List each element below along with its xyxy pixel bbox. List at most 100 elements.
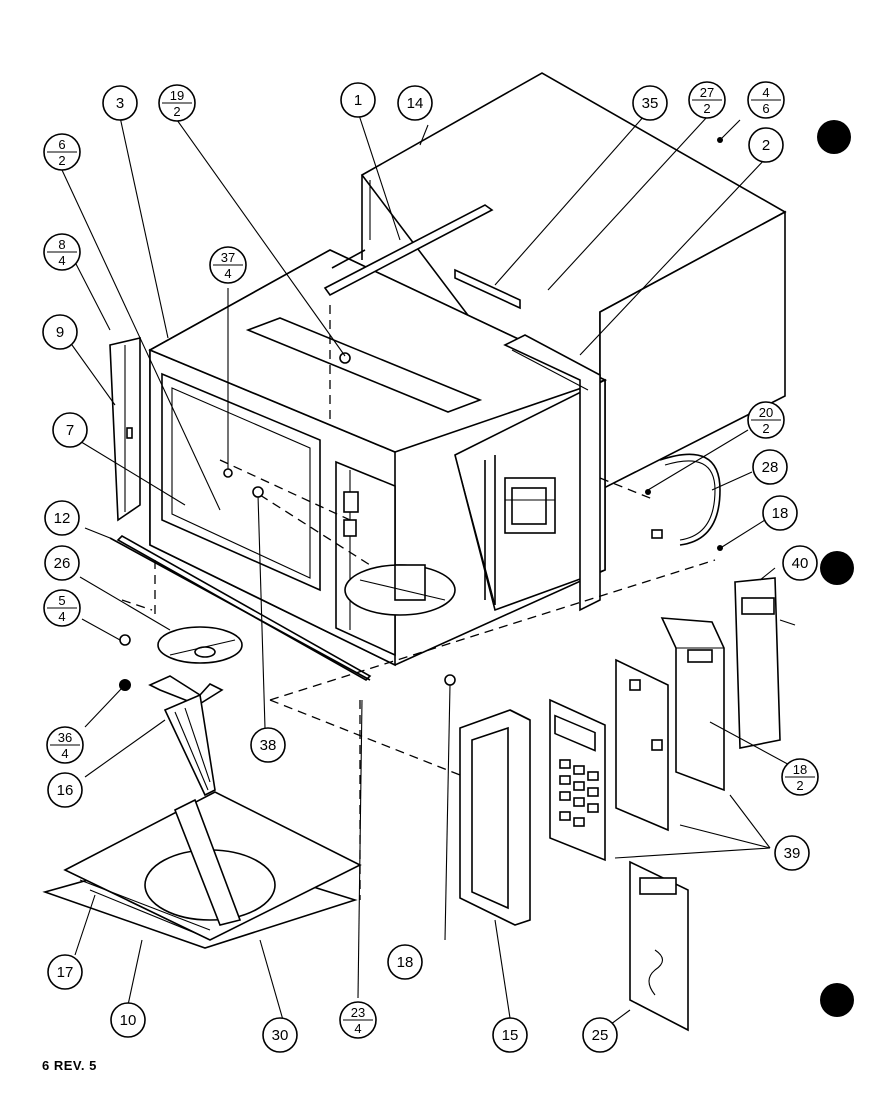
callout-23-4: 23 4 — [339, 1001, 377, 1039]
callout-5-4-den: 4 — [58, 609, 65, 624]
callout-26-label: 26 — [54, 555, 71, 572]
callout-39: 39 — [774, 835, 810, 871]
callout-8-4: 8 4 — [43, 233, 81, 271]
leader-lines — [61, 111, 796, 1031]
callout-20-2-den: 2 — [762, 421, 769, 436]
side-bracket — [109, 336, 141, 522]
base-plate — [42, 791, 362, 949]
callout-23-4-den: 4 — [354, 1021, 361, 1036]
callout-19-2-den: 2 — [173, 104, 180, 119]
callout-6-2: 6 2 — [43, 133, 81, 171]
callout-14: 14 — [397, 85, 433, 121]
callout-27-2: 27 2 — [688, 81, 726, 119]
overlay-panel — [629, 860, 689, 1032]
callout-19-2-num: 19 — [170, 88, 184, 103]
callout-30-label: 30 — [272, 1027, 289, 1044]
control-bracket — [660, 617, 725, 792]
callout-37-4-den: 4 — [224, 266, 231, 281]
callout-36-4: 36 4 — [46, 726, 84, 764]
callout-36-4-den: 4 — [61, 746, 68, 761]
callout-17-label: 17 — [57, 964, 74, 981]
binder-hole-middle — [820, 551, 854, 585]
callout-15: 15 — [492, 1017, 528, 1053]
callout-20-2-num: 20 — [759, 405, 773, 420]
callout-2: 2 — [748, 127, 784, 163]
nut-5 — [119, 634, 131, 646]
callout-4-6-den: 6 — [762, 101, 769, 116]
callout-7: 7 — [52, 412, 88, 448]
callout-5-4-num: 5 — [58, 593, 65, 608]
callout-25: 25 — [582, 1017, 618, 1053]
callout-12: 12 — [44, 500, 80, 536]
callout-18-2: 18 2 — [781, 758, 819, 796]
callout-18-bottom-label: 18 — [397, 954, 414, 971]
callout-4-6: 4 6 — [747, 81, 785, 119]
assembly-guides — [121, 305, 716, 900]
callout-17: 17 — [47, 954, 83, 990]
callout-6-2-num: 6 — [58, 137, 65, 152]
callout-30: 30 — [262, 1017, 298, 1053]
callout-18-2-num: 18 — [793, 762, 807, 777]
callout-18-bottom: 18 — [387, 944, 423, 980]
callout-12-label: 12 — [54, 510, 71, 527]
callout-8-4-den: 4 — [58, 253, 65, 268]
front-strip — [109, 535, 372, 681]
binder-hole-top — [817, 120, 851, 154]
callout-10-label: 10 — [120, 1012, 137, 1029]
callout-6-2-den: 2 — [58, 153, 65, 168]
wire-harness — [651, 453, 721, 546]
callout-4-6-num: 4 — [762, 85, 769, 100]
callout-26: 26 — [44, 545, 80, 581]
callout-5-4: 5 4 — [43, 589, 81, 627]
callout-16: 16 — [47, 772, 83, 808]
callout-15-label: 15 — [502, 1027, 519, 1044]
revision-label: 6 REV. 5 — [42, 1058, 97, 1073]
callout-23-4-num: 23 — [351, 1005, 365, 1020]
control-board — [615, 658, 669, 832]
callout-35: 35 — [632, 85, 668, 121]
callout-27-2-den: 2 — [703, 101, 710, 116]
door-frame — [459, 709, 531, 926]
callout-38: 38 — [250, 727, 286, 763]
callout-1-label: 1 — [354, 92, 362, 109]
callout-36-4-num: 36 — [58, 730, 72, 745]
back-cover — [734, 577, 796, 749]
keypad-panel — [549, 698, 606, 862]
callout-28: 28 — [752, 449, 788, 485]
callout-18-right: 18 — [762, 495, 798, 531]
outer-cabinet — [360, 72, 787, 493]
callout-18-2-den: 2 — [796, 778, 803, 793]
callout-38-label: 38 — [260, 737, 277, 754]
callout-40-label: 40 — [792, 555, 809, 572]
callout-7-label: 7 — [66, 422, 74, 439]
callout-1: 1 — [340, 82, 376, 118]
callout-39-label: 39 — [784, 845, 801, 862]
support-arm — [163, 693, 216, 797]
callout-10: 10 — [110, 1002, 146, 1038]
callout-9: 9 — [42, 314, 78, 350]
callout-16-label: 16 — [57, 782, 74, 799]
callout-3-label: 3 — [116, 95, 124, 112]
callout-2-label: 2 — [762, 137, 770, 154]
callout-25-label: 25 — [592, 1027, 609, 1044]
main-chassis — [148, 204, 608, 667]
callout-9-label: 9 — [56, 324, 64, 341]
callout-8-4-num: 8 — [58, 237, 65, 252]
callout-3: 3 — [102, 85, 138, 121]
binder-hole-bottom — [820, 983, 854, 1017]
callout-37-4-num: 37 — [221, 250, 235, 265]
callout-35-label: 35 — [642, 95, 659, 112]
callout-18-right-label: 18 — [772, 505, 789, 522]
fasteners — [223, 137, 723, 686]
transformer — [504, 477, 556, 534]
callout-40: 40 — [782, 545, 818, 581]
callout-37-4: 37 4 — [209, 246, 247, 284]
callout-28-label: 28 — [762, 459, 779, 476]
callout-19-2: 19 2 — [158, 84, 196, 122]
fan-assembly — [344, 564, 456, 616]
callout-20-2: 20 2 — [747, 401, 785, 439]
callout-27-2-num: 27 — [700, 85, 714, 100]
keypad-keys — [559, 759, 599, 827]
callout-14-label: 14 — [407, 95, 424, 112]
